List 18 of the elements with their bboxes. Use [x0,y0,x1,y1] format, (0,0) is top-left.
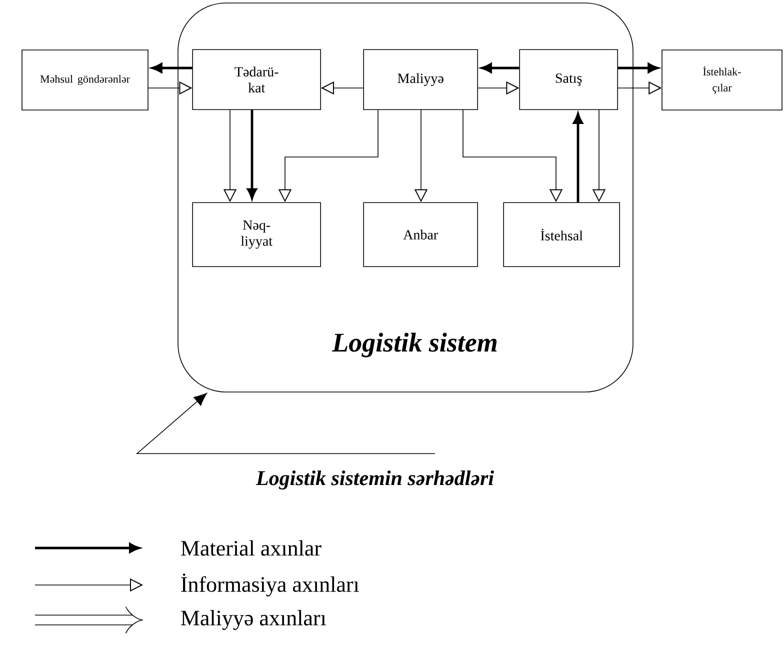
boundary-caption: Logistik sistemin sərhədləri [256,470,494,490]
process-box: İstehlak- çılar [662,50,782,110]
arrow [152,63,192,73]
arrow [481,63,520,73]
process-box: Maliyyə [363,49,478,110]
process-box: Məhsul göndərənlər [22,50,148,110]
legend-text: Material axınlar [181,540,322,556]
process-box: Satış [519,49,618,110]
legend-text: İnformasiya axınları [181,574,359,596]
process-box: Tədarü- kat [192,49,321,110]
legend-text: Maliyyə axınları [181,610,326,630]
arrow [573,113,583,202]
process-box: İstehsal [503,202,620,267]
arrow [247,110,257,200]
arrow [618,63,658,73]
leader-line [136,392,436,454]
process-box: Anbar [363,202,478,267]
process-box: Nəq- liyyat [192,202,321,267]
